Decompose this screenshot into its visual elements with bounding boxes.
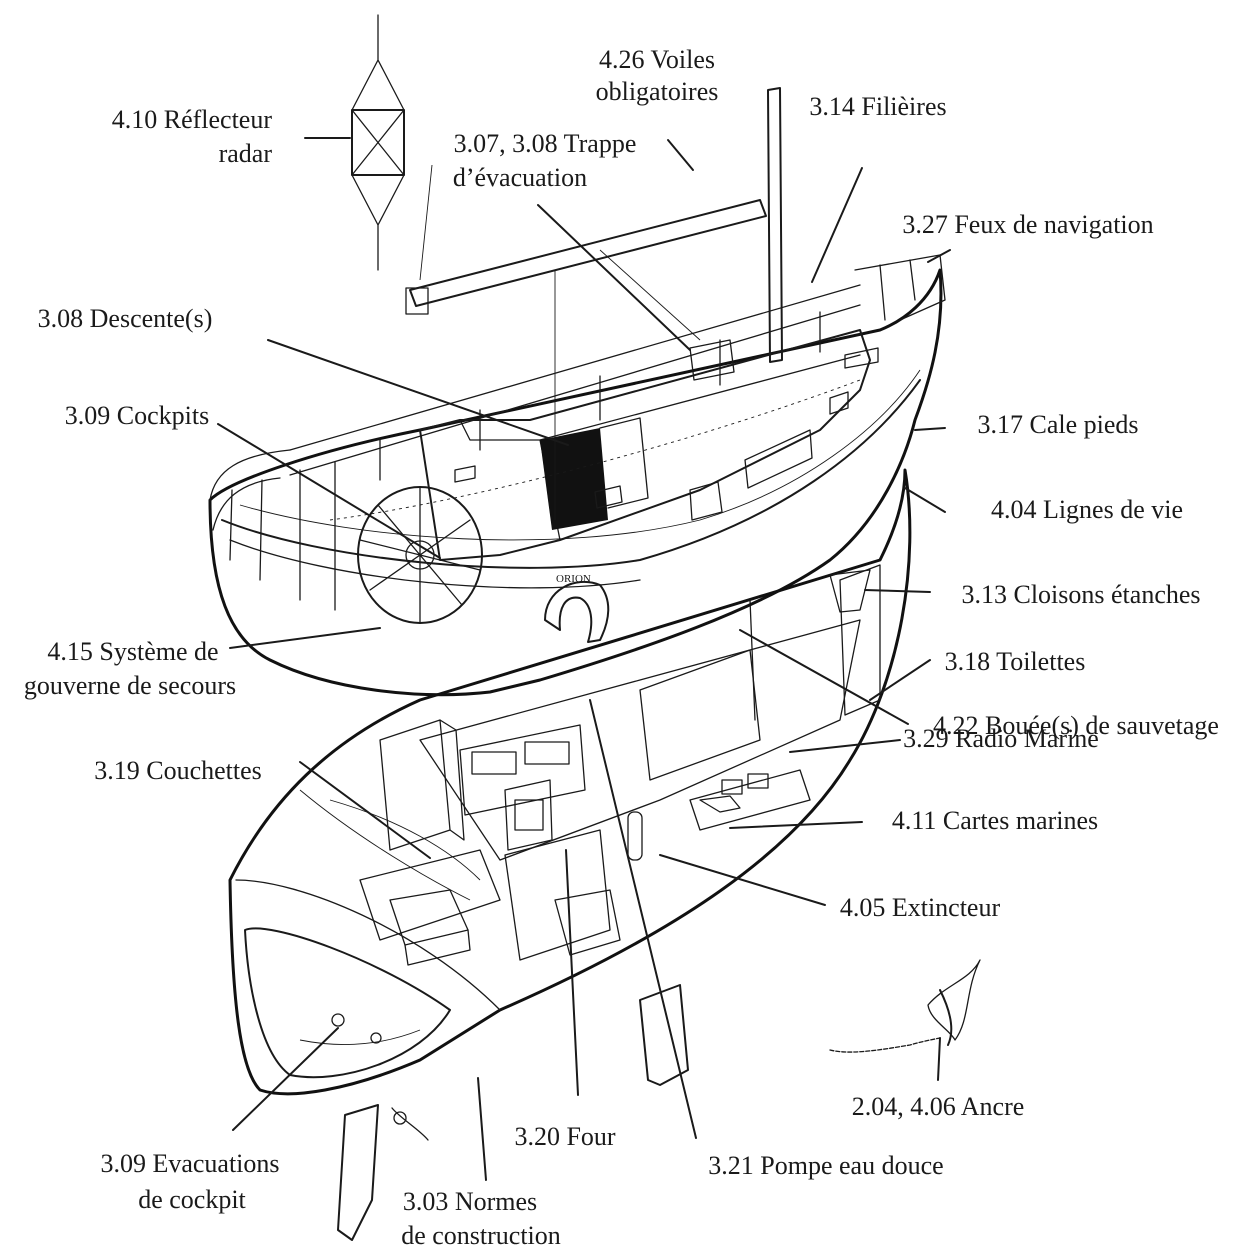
label-descente: 3.08 Descente(s) [38, 304, 213, 333]
label-lignes: 4.04 Lignes de vie [991, 495, 1183, 524]
label-bouee: 4.22 Bouée(s) de sauvetage [933, 711, 1219, 740]
label-cloisons: 3.13 Cloisons étanches [961, 580, 1200, 609]
label-cale: 3.17 Cale pieds [977, 410, 1138, 439]
deck-drawing: ORION [208, 254, 946, 697]
label-cockpits: 3.09 Cockpits [65, 401, 209, 430]
label-filieres: 3.14 Filièires [809, 92, 946, 121]
label-toilettes: 3.18 Toilettes [945, 647, 1086, 676]
label-radio: 3.29 Radio Marine [903, 724, 1099, 753]
hull-lettering: ORION [556, 573, 591, 585]
label-ancre: 2.04, 4.06 Ancre [852, 1092, 1025, 1121]
label-couchettes: 3.19 Couchettes [94, 756, 262, 785]
label-four: 3.20 Four [514, 1122, 615, 1151]
label-cartes: 4.11 Cartes marines [892, 806, 1098, 835]
rigging-drawing [351, 14, 981, 1053]
leader-lines [217, 137, 951, 1181]
lower-hull-drawing [228, 468, 912, 1241]
label-feux: 3.27 Feux de navigation [902, 210, 1153, 239]
label-pompe: 3.21 Pompe eau douce [708, 1151, 943, 1180]
label-extincteur: 4.05 Extincteur [840, 893, 1001, 922]
